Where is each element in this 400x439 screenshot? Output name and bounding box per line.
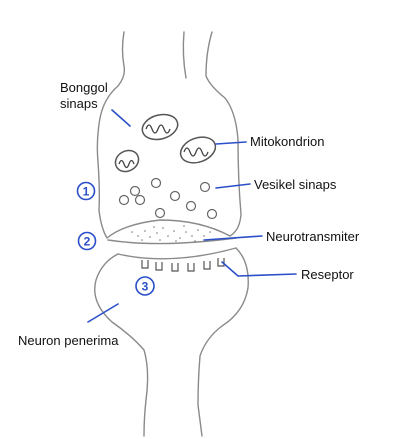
label-bonggol-sinaps-line2: sinaps [60, 96, 98, 111]
marker-2: 2 [77, 231, 97, 251]
mitochondrion [179, 136, 217, 164]
receptors [141, 258, 225, 272]
leader-vesikel-sinaps [215, 183, 251, 189]
mitochondrion [141, 113, 179, 141]
presynaptic-terminal-outline [96, 31, 242, 239]
mitochondrion [114, 149, 140, 173]
label-neurotransmiter: Neurotransmiter [266, 229, 360, 244]
leader-reseptor [221, 261, 297, 277]
label-neuron-penerima: Neuron penerima [18, 333, 119, 348]
postsynaptic-membrane [117, 247, 237, 260]
presynaptic-membrane [107, 237, 237, 245]
svg-text:1: 1 [83, 185, 90, 199]
axon-inner-line [182, 31, 187, 79]
marker-3: 3 [135, 276, 155, 296]
marker-1: 1 [76, 181, 96, 201]
label-vesikel-sinaps: Vesikel sinaps [254, 177, 337, 192]
leader-neuron-penerima [87, 303, 119, 323]
postsynaptic-neuron-outline-right [197, 247, 249, 437]
svg-text:3: 3 [142, 280, 149, 294]
label-bonggol-sinaps-line1: Bonggol [60, 80, 108, 95]
svg-text:2: 2 [84, 235, 91, 249]
neurotransmitter-dots [131, 225, 211, 242]
label-mitokondrion: Mitokondrion [250, 134, 324, 149]
leader-bonggol-sinaps [111, 109, 131, 127]
label-reseptor: Reseptor [301, 267, 354, 282]
leader-mitokondrion [215, 141, 247, 145]
leader-neurotransmiter [203, 235, 263, 241]
synaptic-vesicles [118, 177, 218, 220]
postsynaptic-neuron-outline [94, 253, 149, 437]
